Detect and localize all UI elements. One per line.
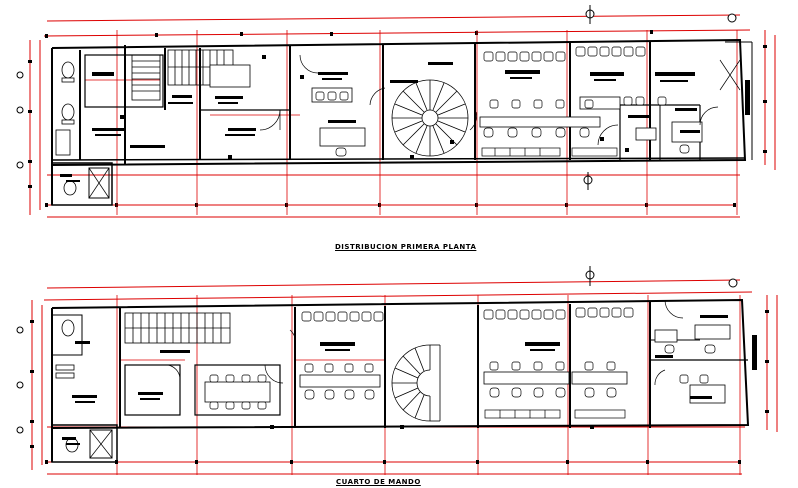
plan-1-walls: [51, 38, 753, 206]
plan-1-room-labels: [60, 55, 700, 182]
toilet-icon: [55, 61, 77, 196]
north-arrow-icon: [16, 5, 737, 190]
desk-icon: [204, 324, 731, 404]
straight-staircase-icon: [124, 312, 231, 344]
toilet-icon: [55, 319, 79, 453]
spiral-staircase-icon: [391, 79, 469, 157]
spiral-staircase-icon: [391, 344, 441, 422]
chair-icon: [315, 46, 690, 157]
door-swing-icon: [167, 299, 684, 386]
plan-1-cabinets: [481, 147, 618, 157]
plan-2-cabinets: [484, 409, 626, 419]
plan-1: [16, 5, 776, 218]
north-arrow-icon: [16, 266, 738, 434]
plan-1-dimensions: [29, 14, 776, 218]
plan-2-title: CUARTO DE MANDO: [336, 478, 421, 486]
desk-icon: [209, 64, 703, 147]
door-swing-icon: [259, 54, 741, 146]
plan-2-walls: [51, 298, 757, 463]
plan-1-gridlines: [85, 30, 738, 215]
plan-2: [16, 266, 778, 475]
plan-1-dimension-ticks: [28, 30, 767, 207]
plan-2-dimensions: [31, 279, 778, 475]
plan-1-title: DISTRIBUCION PRIMERA PLANTA: [335, 243, 477, 251]
plan-2-room-labels: [62, 315, 728, 445]
chair-icon: [209, 307, 716, 410]
